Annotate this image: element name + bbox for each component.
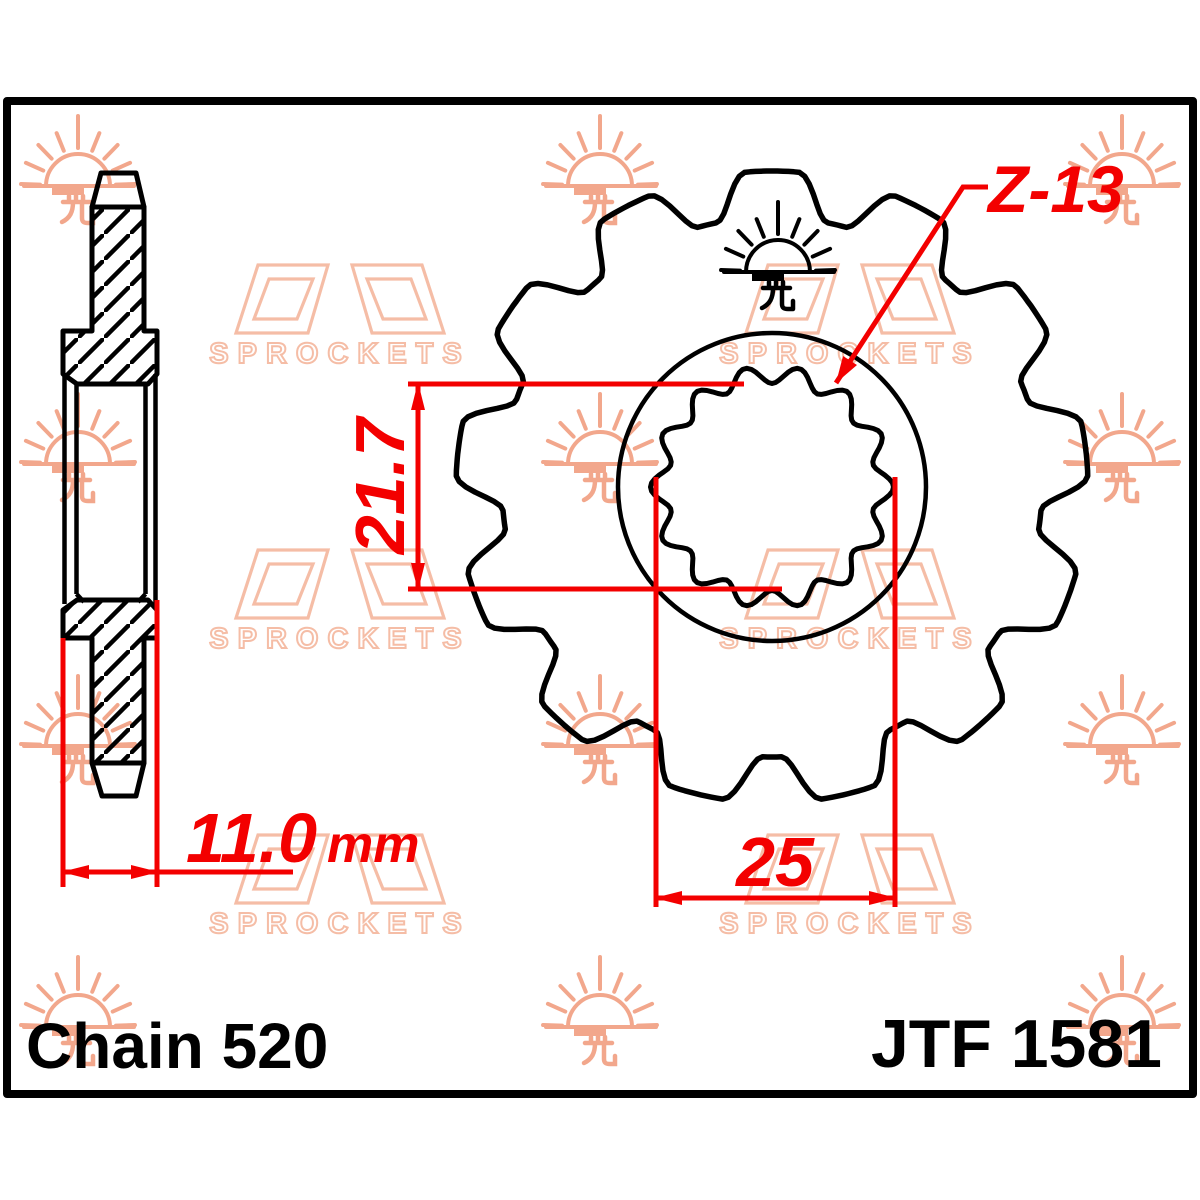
jt-sprockets-logo-icon: SPROCKETS	[208, 833, 470, 941]
jt-sun-stamp-icon	[719, 200, 837, 312]
jt-monogram-glyph	[1103, 191, 1140, 226]
dim-unit-hub-width: mm	[327, 816, 419, 874]
chain-size-caption: Chain 520	[26, 1010, 328, 1082]
jt-rising-sun-icon	[541, 392, 659, 504]
leader-line-z13	[833, 184, 988, 385]
arrowhead-down	[411, 563, 425, 591]
jt-monogram-glyph	[1103, 469, 1140, 504]
jt-monogram-glyph	[59, 1032, 96, 1067]
jt-rising-sun-icon	[541, 955, 659, 1067]
jt-rising-sun-icon	[19, 114, 137, 226]
jt-rising-sun-icon	[541, 114, 659, 226]
jt-monogram-glyph	[59, 191, 96, 226]
sprockets-watermark-text: SPROCKETS	[209, 908, 470, 940]
jt-monogram-glyph	[581, 469, 618, 504]
section-bottom-hub-hatched	[60, 597, 160, 766]
jt-rising-sun-icon	[1063, 955, 1181, 1067]
dim-value-hub-width: 11.0	[186, 799, 317, 877]
arrowhead-up	[411, 382, 425, 410]
arrowhead-leader	[836, 356, 857, 383]
section-barrel-walls	[62, 374, 158, 604]
spline-bore-outline	[648, 365, 896, 609]
hub-circle	[615, 330, 929, 644]
jt-sprockets-logo-icon: SPROCKETS	[208, 548, 470, 656]
arrowhead-left	[654, 891, 682, 905]
jt-rising-sun-icon	[541, 674, 659, 786]
jt-monogram-glyph	[1103, 751, 1140, 786]
jt-sprockets-logo-icon: SPROCKETS	[718, 833, 980, 941]
section-top-hub-hatched	[60, 204, 160, 387]
jt-monogram-glyph	[581, 191, 618, 226]
arrowhead-left	[61, 865, 89, 879]
jt-rising-sun-icon	[19, 955, 137, 1067]
jt-monogram-glyph	[581, 751, 618, 786]
diagram-layer	[3, 97, 1197, 1098]
sprocket-teeth-outline	[453, 168, 1091, 802]
section-bottom-tooth	[89, 760, 147, 799]
jt-rising-sun-icon	[1063, 114, 1181, 226]
arrowhead-right	[131, 865, 159, 879]
section-top-tooth	[89, 170, 147, 210]
jt-monogram-glyph	[1103, 1032, 1140, 1067]
jt-monogram-glyph	[581, 1032, 618, 1067]
dim-label-spline-minor: 21.7	[341, 415, 419, 556]
jt-rising-sun-icon	[1063, 674, 1181, 786]
sprockets-watermark-text: SPROCKETS	[209, 623, 470, 655]
jt-sprockets-logo-icon: SPROCKETS	[208, 263, 470, 371]
dim-label-spline-major: 25	[734, 823, 815, 901]
jt-rising-sun-icon	[719, 200, 837, 312]
sprockets-watermark-text: SPROCKETS	[719, 908, 980, 940]
sprockets-watermark-text: SPROCKETS	[209, 338, 470, 370]
teeth-count-label: Z-13	[986, 152, 1124, 226]
sprocket-front-view	[453, 168, 1091, 802]
drawing-frame	[3, 97, 1197, 1098]
part-number-caption: JTF 1581	[871, 1006, 1162, 1082]
sprocket-side-section-view	[60, 170, 160, 799]
arrowhead-right	[869, 891, 897, 905]
jt-monogram-glyph	[59, 751, 96, 786]
jt-monogram-glyph	[759, 277, 796, 312]
